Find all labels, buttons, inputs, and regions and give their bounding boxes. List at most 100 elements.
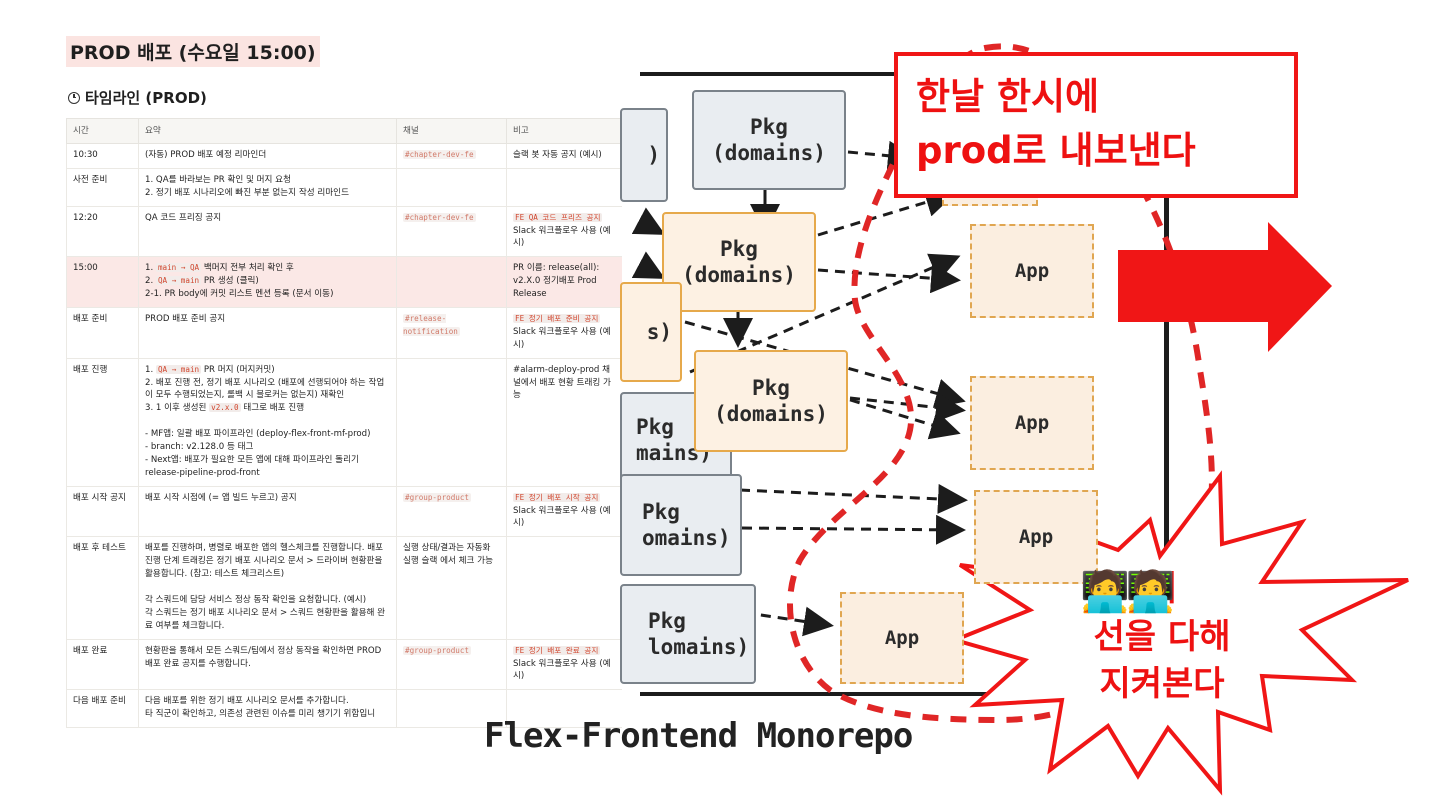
pkg-box[interactable]: Pkg mains) (620, 392, 732, 488)
cell-channel[interactable] (396, 689, 507, 729)
summary-text: PR 머지 (머지커밋) (203, 364, 275, 375)
cell-time[interactable]: 배포 진행 (66, 357, 139, 487)
summary-text: 3. 1 이후 생성된 (145, 403, 207, 414)
note-text: Slack 워크플로우 사용 (예시) (513, 505, 611, 529)
cell-summary[interactable]: 1. main → QA 백머지 전부 처리 확인 후 2. QA → main… (138, 256, 397, 309)
starburst-text: 최 선을 다해 지켜본다 (1093, 569, 1231, 705)
summary-text: 2. 배포 진행 전, 정기 배포 시나리오 (배포에 선행되어야 하는 작업이… (145, 377, 385, 401)
cell-note[interactable]: PR 이름: release(all): v2.X.0 정기배포 Prod Re… (506, 256, 622, 309)
table-row: 배포 시작 공지 배포 시작 시점에 (= 앱 빌드 누르고) 공지 #grou… (66, 485, 622, 538)
note-text: Slack 워크플로우 사용 (예시) (513, 326, 611, 350)
cell-channel[interactable]: #chapter-dev-fe (396, 205, 507, 258)
table-row: 12:20 QA 코드 프리징 공지 #chapter-dev-fe FE QA… (66, 205, 622, 258)
app-box[interactable]: App (974, 490, 1098, 584)
big-red-arrow (1118, 222, 1332, 352)
workflow-tag[interactable]: FE 정기 배포 준비 공지 (513, 314, 601, 324)
cell-note[interactable]: FE 정기 배포 준비 공지 Slack 워크플로우 사용 (예시) (506, 307, 622, 359)
timeline-heading: 타임라인 (PROD) (68, 87, 626, 108)
cell-summary[interactable]: 배포 시작 시점에 (= 앱 빌드 누르고) 공지 (138, 485, 397, 538)
app-box[interactable]: App (970, 376, 1094, 470)
pkg-box[interactable]: Pkg (domains) (692, 90, 846, 190)
summary-text: 2-1. PR body에 커밋 리스트 멘션 등록 (문서 이동) (145, 289, 334, 300)
workflow-tag[interactable]: FE QA 코드 프리즈 공지 (513, 212, 603, 222)
cell-time[interactable]: 10:30 (66, 143, 139, 169)
table-row: 사전 준비 1. QA를 바라보는 PR 확인 및 머지 요청 2. 정기 배포… (66, 167, 622, 207)
table-row: 배포 진행 1. QA → main PR 머지 (머지커밋) 2. 배포 진행… (66, 357, 622, 487)
channel-tag[interactable]: #chapter-dev-fe (403, 212, 476, 222)
notion-document: PROD 배포 (수요일 15:00) 타임라인 (PROD) 시간 요약 채널… (66, 36, 626, 740)
cell-note[interactable] (506, 167, 622, 207)
pkg-label: Pkg (domains) (714, 375, 828, 426)
pkg-label-partial: Pkg omains) (642, 499, 731, 550)
cell-note[interactable]: 슬랙 봇 자동 공지 (예시) (506, 143, 622, 169)
pkg-box[interactable]: Pkg lomains) (620, 584, 756, 684)
cell-channel[interactable]: #chapter-dev-fe (396, 143, 507, 169)
timeline-table: 시간 요약 채널 비고 10:30 (자동) PROD 배포 예정 리마인더 #… (66, 118, 622, 729)
column-header-channel[interactable]: 채널 (396, 118, 507, 144)
table-header-row: 시간 요약 채널 비고 (66, 118, 622, 144)
app-box[interactable]: App (970, 224, 1094, 318)
cell-note[interactable] (506, 689, 622, 729)
cell-summary[interactable]: 1. QA를 바라보는 PR 확인 및 머지 요청 2. 정기 배포 시나리오에… (138, 167, 397, 207)
column-header-summary[interactable]: 요약 (138, 118, 397, 144)
monorepo-label: Flex-Frontend Monorepo (484, 716, 913, 756)
board-right-border (1164, 190, 1169, 550)
cell-channel[interactable] (396, 167, 507, 207)
cell-time[interactable]: 15:00 (66, 256, 139, 309)
cell-channel[interactable]: #release-notification (396, 307, 507, 359)
column-header-note[interactable]: 비고 (506, 118, 622, 144)
board-bottom-border (640, 692, 1220, 696)
cell-time[interactable]: 배포 완료 (66, 638, 139, 691)
channel-tag[interactable]: #chapter-dev-fe (403, 150, 476, 159)
pkg-box[interactable]: s) (620, 282, 682, 382)
column-header-time[interactable]: 시간 (66, 118, 139, 144)
cell-summary[interactable]: 1. QA → main PR 머지 (머지커밋) 2. 배포 진행 전, 정기… (138, 357, 397, 487)
pkg-box[interactable]: Pkg (domains) (662, 212, 816, 312)
pkg-label-partial: s) (646, 319, 672, 344)
summary-text: - MF앱: 일괄 배포 파이프라인 (deploy-flex-front-mf… (145, 429, 371, 478)
code-chip: QA → main (155, 276, 202, 286)
app-box[interactable]: App (840, 592, 964, 684)
cell-summary[interactable]: (자동) PROD 배포 예정 리마인더 (138, 143, 397, 169)
channel-tag[interactable]: #group-product (403, 645, 472, 655)
workflow-tag[interactable]: FE 정기 배포 시작 공지 (513, 492, 601, 502)
developer-emoji-icon: 🧑‍💻🧑‍💻 (1080, 569, 1176, 615)
pkg-box[interactable]: Pkg omains) (620, 474, 742, 576)
summary-text: PR 생성 (클릭) (203, 276, 259, 287)
channel-tag[interactable]: #group-product (403, 492, 472, 502)
pkg-box[interactable]: Pkg (domains) (694, 350, 848, 452)
table-row: 배포 후 테스트 배포를 진행하며, 병렬로 배포한 앱의 헬스체크를 진행합니… (66, 536, 622, 640)
cell-note[interactable]: #alarm-deploy-prod 채널에서 배포 현황 트래킹 가능 (506, 357, 622, 487)
cell-time[interactable]: 사전 준비 (66, 167, 139, 207)
pkg-box[interactable]: ) (620, 108, 668, 202)
note-text: Slack 워크플로우 사용 (예시) (513, 225, 611, 249)
cell-summary[interactable]: 다음 배포를 위한 정기 배포 시나리오 문서를 추가합니다. 타 직군이 확인… (138, 689, 397, 729)
code-chip: v2.x.0 (209, 403, 241, 413)
cell-time[interactable]: 12:20 (66, 205, 139, 258)
callout-box: 한날 한시에 prod로 내보낸다 (894, 52, 1298, 198)
cell-time[interactable]: 배포 후 테스트 (66, 536, 139, 640)
cell-time[interactable]: 배포 준비 (66, 307, 139, 359)
cell-summary[interactable]: 배포를 진행하며, 병렬로 배포한 앱의 헬스체크를 진행합니다. 배포 진행 … (138, 536, 397, 640)
cell-note[interactable] (506, 536, 622, 640)
cell-channel[interactable]: #group-product (396, 638, 507, 691)
cell-channel[interactable]: 실행 상태/결과는 자동화 실행 슬랙 에서 체크 가능 (396, 536, 507, 640)
workflow-tag[interactable]: FE 정기 배포 완료 공지 (513, 645, 601, 655)
summary-text: 백머지 전부 처리 확인 후 (203, 263, 294, 274)
timeline-heading-text: 타임라인 (PROD) (85, 89, 207, 107)
summary-text: 태그로 배포 진행 (243, 403, 305, 414)
clock-icon (68, 91, 80, 104)
cell-note[interactable]: FE QA 코드 프리즈 공지 Slack 워크플로우 사용 (예시) (506, 205, 622, 258)
code-chip: main → QA (155, 263, 202, 273)
pkg-label: Pkg (domains) (682, 236, 796, 287)
cell-channel[interactable] (396, 357, 507, 487)
pkg-label: Pkg (domains) (712, 114, 826, 165)
cell-note[interactable]: FE 정기 배포 시작 공지 Slack 워크플로우 사용 (예시) (506, 485, 622, 538)
table-row: 배포 완료 현황판을 통해서 모든 스쿼드/팀에서 정상 동작을 확인하면 PR… (66, 638, 622, 691)
cell-summary[interactable]: QA 코드 프리징 공지 (138, 205, 397, 258)
table-row: 다음 배포 준비 다음 배포를 위한 정기 배포 시나리오 문서를 추가합니다.… (66, 689, 622, 729)
table-row: 10:30 (자동) PROD 배포 예정 리마인더 #chapter-dev-… (66, 143, 622, 169)
timeline-table-wrapper[interactable]: 시간 요약 채널 비고 10:30 (자동) PROD 배포 예정 리마인더 #… (66, 118, 622, 740)
